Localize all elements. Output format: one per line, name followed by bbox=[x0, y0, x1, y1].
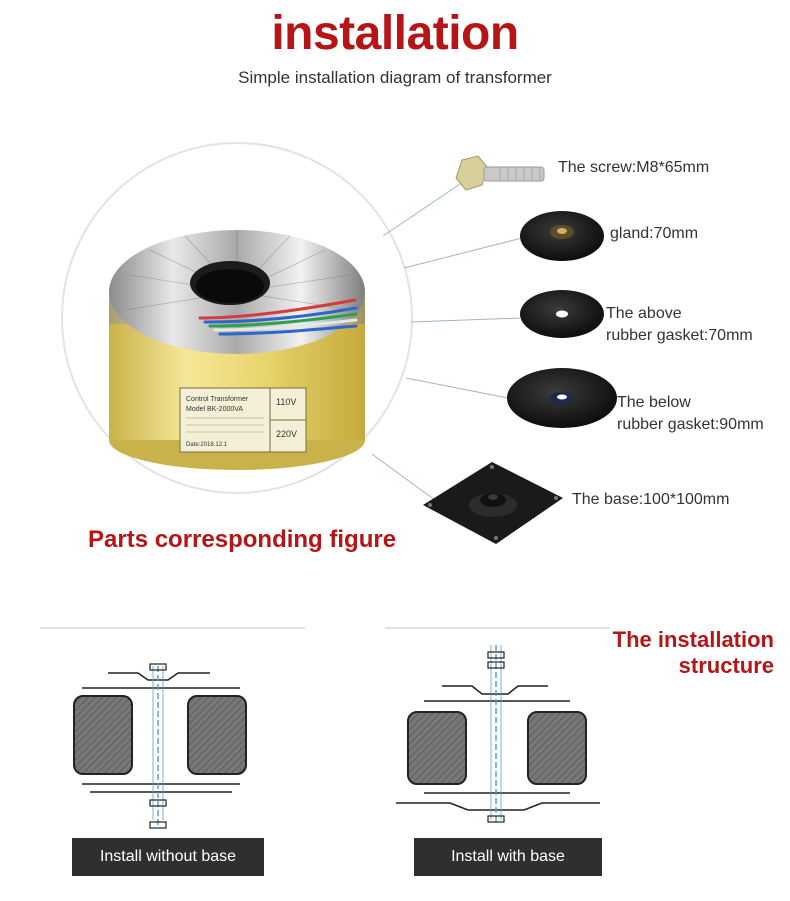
gland-label: gland:70mm bbox=[610, 225, 699, 242]
caption-without-base: Install without base bbox=[72, 838, 264, 876]
above-rubber-gasket-part bbox=[520, 290, 604, 338]
callout-line-below-gasket bbox=[405, 377, 509, 399]
callout-line-base bbox=[371, 453, 444, 507]
below-gasket-label-line2: rubber gasket:90mm bbox=[617, 416, 764, 433]
page-title: installation bbox=[271, 7, 519, 60]
base-label: The base:100*100mm bbox=[572, 491, 730, 508]
caption-with-base: Install with base bbox=[414, 838, 602, 876]
nameplate-voltage-out: 220V bbox=[276, 429, 297, 439]
transformer-nameplate: Control Transformer Model BK-2000VA Date… bbox=[179, 387, 307, 453]
above-gasket-label-line1: The above bbox=[606, 305, 682, 322]
screw-label: The screw:M8*65mm bbox=[558, 159, 710, 176]
nameplate-line2: Model BK-2000VA bbox=[186, 406, 243, 413]
toroidal-transformer: Control Transformer Model BK-2000VA Date… bbox=[109, 230, 365, 470]
above-gasket-label: The above rubber gasket:70mm bbox=[606, 303, 753, 347]
below-rubber-gasket-part bbox=[507, 368, 617, 428]
structure-heading-line1: The installation bbox=[612, 627, 774, 652]
structure-heading: The installation structure bbox=[560, 627, 774, 679]
diagram-with-base bbox=[385, 627, 610, 824]
screw-part bbox=[455, 155, 545, 191]
callout-lines bbox=[371, 181, 523, 507]
structure-heading-line2: structure bbox=[678, 653, 774, 678]
above-gasket-label-line2: rubber gasket:70mm bbox=[606, 327, 753, 344]
callout-line-screw bbox=[382, 181, 464, 237]
parts-heading: Parts corresponding figure bbox=[88, 526, 397, 553]
nameplate-line1: Control Transformer bbox=[186, 396, 249, 403]
diagram-without-base bbox=[40, 627, 305, 829]
below-gasket-label: The below rubber gasket:90mm bbox=[617, 392, 764, 436]
callout-line-above-gasket bbox=[410, 317, 521, 323]
callout-line-gland bbox=[403, 237, 523, 269]
gland-part bbox=[520, 211, 604, 261]
below-gasket-label-line1: The below bbox=[617, 394, 691, 411]
base-plate-part bbox=[423, 462, 563, 544]
page-subtitle: Simple installation diagram of transform… bbox=[238, 68, 552, 87]
nameplate-voltage-in: 110V bbox=[276, 397, 296, 407]
nameplate-date: Date:2018.12.1 bbox=[186, 442, 228, 448]
